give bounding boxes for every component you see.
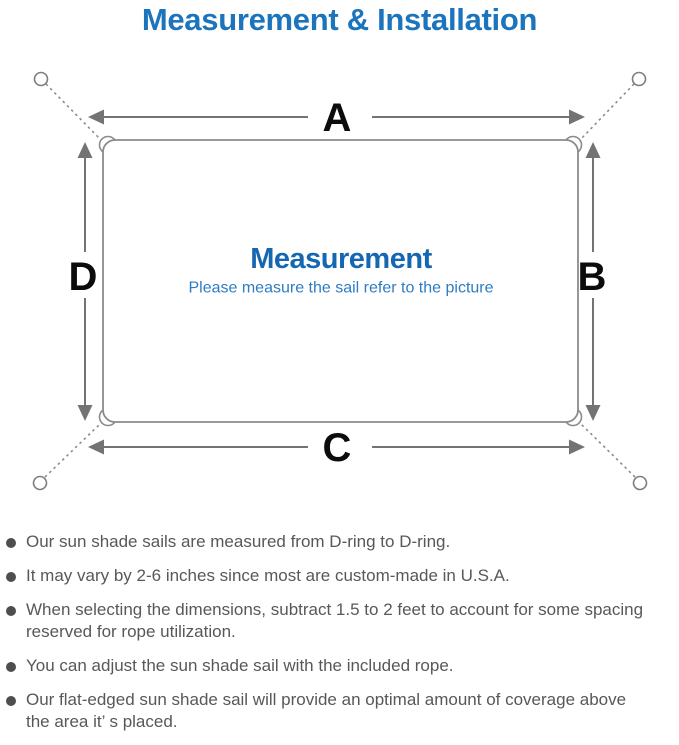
- note-item: Our sun shade sails are measured from D-…: [0, 531, 679, 553]
- bullet-icon: [6, 662, 16, 672]
- arrowhead-right-icon: [569, 439, 585, 455]
- anchor-rope-line-top-right: [579, 83, 635, 141]
- anchor-rope-line-bottom-right: [580, 423, 636, 478]
- bullet-icon: [6, 696, 16, 706]
- dimension-arrow-bottom: [88, 439, 585, 455]
- page-title: Measurement & Installation: [141, 2, 538, 37]
- sail-panel: [102, 139, 579, 423]
- note-line: the area it’ s placed.: [26, 712, 178, 731]
- anchor-point-icon-bottom-right: [632, 475, 648, 491]
- note-line: You can adjust the sun shade sail with t…: [26, 656, 454, 675]
- dimension-label-b: B: [578, 255, 607, 299]
- note-item: When selecting the dimensions, subtract …: [0, 599, 679, 643]
- dimension-label-c: C: [323, 426, 352, 470]
- note-item: It may vary by 2-6 inches since most are…: [0, 565, 679, 587]
- note-line: reserved for rope utilization.: [26, 622, 236, 641]
- anchor-rope-line-top-left: [45, 83, 102, 141]
- bullet-icon: [6, 538, 16, 548]
- dimension-arrow-left: [77, 142, 93, 421]
- arrowhead-up-icon: [585, 142, 601, 158]
- arrowhead-up-icon: [77, 142, 93, 158]
- note-line: Our flat-edged sun shade sail will provi…: [26, 690, 627, 709]
- dimension-arrow-right: [585, 142, 601, 421]
- dimension-arrow-top: [88, 109, 585, 125]
- anchor-point-icon-top-right: [631, 71, 647, 87]
- arrowhead-right-icon: [569, 109, 585, 125]
- measurement-diagram: A C D B Measurement Please measure the s…: [32, 71, 648, 491]
- note-line: Our sun shade sails are measured from D-…: [26, 532, 451, 551]
- diagram-center-title: Measurement: [250, 243, 432, 275]
- note-line: It may vary by 2-6 inches since most are…: [26, 566, 510, 585]
- arrowhead-down-icon: [77, 405, 93, 421]
- anchor-rope-line-bottom-left: [44, 423, 101, 478]
- dimension-label-d: D: [69, 255, 98, 299]
- anchor-point-icon-top-left: [33, 71, 49, 87]
- note-item: You can adjust the sun shade sail with t…: [0, 655, 679, 677]
- arrowhead-left-icon: [88, 439, 104, 455]
- note-line: When selecting the dimensions, subtract …: [26, 600, 644, 619]
- notes-list: Our sun shade sails are measured from D-…: [0, 531, 679, 745]
- arrowhead-left-icon: [88, 109, 104, 125]
- bullet-icon: [6, 572, 16, 582]
- arrowhead-down-icon: [585, 405, 601, 421]
- note-item: Our flat-edged sun shade sail will provi…: [0, 689, 679, 733]
- dimension-label-a: A: [323, 96, 352, 140]
- anchor-point-icon-bottom-left: [32, 475, 48, 491]
- bullet-icon: [6, 606, 16, 616]
- diagram-center-subtitle: Please measure the sail refer to the pic…: [188, 280, 493, 297]
